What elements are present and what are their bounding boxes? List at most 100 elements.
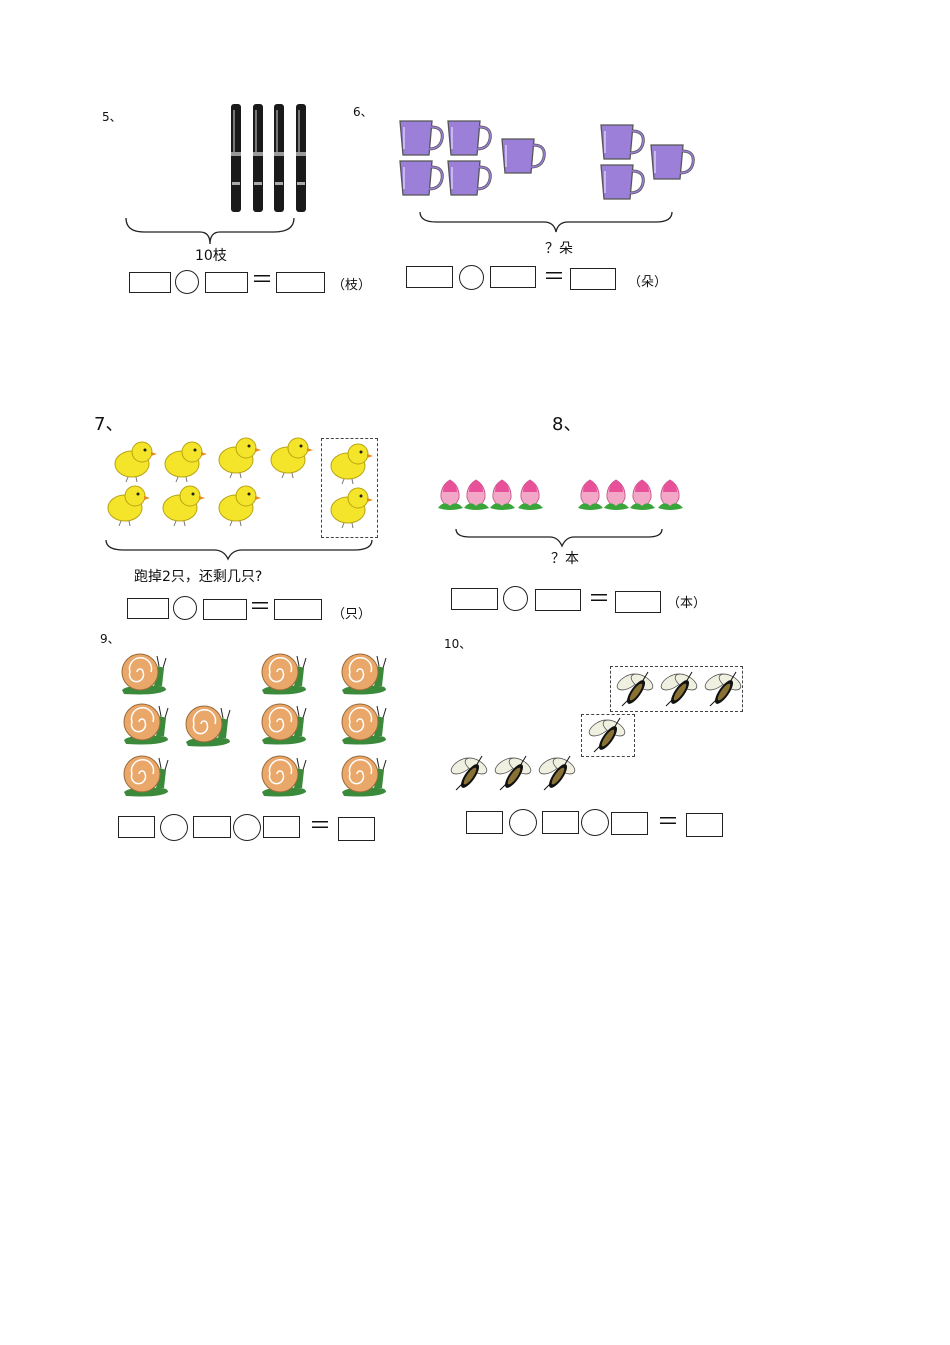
answer-box[interactable] [535, 589, 581, 611]
operator-circle[interactable] [233, 814, 261, 841]
answer-box[interactable] [466, 811, 503, 834]
question-label: ？本 [551, 551, 579, 567]
cup-icon [650, 144, 695, 180]
snail-icon [261, 653, 307, 695]
total-label: 10枝 [195, 248, 227, 264]
operator-circle[interactable] [503, 586, 528, 611]
answer-box[interactable] [193, 816, 231, 838]
snail-icon [341, 653, 387, 695]
answer-box[interactable] [205, 272, 248, 293]
equals-sign: ＝ [543, 265, 566, 290]
snail-icon [185, 705, 231, 747]
total-brace [419, 211, 673, 233]
chick-icon [218, 437, 261, 479]
chick-icon [330, 487, 373, 529]
answer-box[interactable] [611, 812, 648, 835]
equals-sign: ＝ [657, 810, 680, 835]
bee-icon [616, 671, 654, 707]
bee-icon [588, 717, 626, 753]
unit-label: （朵） [628, 275, 668, 290]
answer-box[interactable] [276, 272, 325, 293]
answer-box[interactable] [542, 811, 579, 834]
snail-icon [123, 703, 169, 745]
problem-5-number: 5、 [102, 110, 122, 124]
problem-7-number: 7、 [94, 414, 124, 435]
snail-icon [341, 703, 387, 745]
dashed-group-box [610, 666, 743, 712]
peach-icon [490, 479, 515, 510]
snails-illustration [121, 653, 387, 797]
pens-illustration [231, 104, 306, 212]
answer-box[interactable] [406, 266, 453, 288]
operator-circle[interactable] [581, 809, 609, 836]
question-label: ？朵 [545, 241, 573, 257]
pen-icon [253, 104, 263, 212]
pen-icon [231, 104, 241, 212]
bees-illustration [450, 671, 742, 791]
problem-10-number: 10、 [444, 637, 472, 651]
total-brace [105, 539, 373, 561]
answer-box[interactable] [203, 599, 247, 620]
chick-icon [107, 485, 150, 527]
cup-icon [399, 160, 444, 196]
equals-sign: ＝ [249, 595, 272, 620]
answer-box[interactable] [686, 813, 723, 837]
cup-icon [501, 138, 546, 174]
answer-box[interactable] [263, 816, 300, 838]
cup-icon [600, 164, 645, 200]
answer-box[interactable] [451, 588, 498, 610]
peach-icon [604, 479, 629, 510]
peach-icon [518, 479, 543, 510]
bee-icon [660, 671, 698, 707]
chick-icon [162, 485, 205, 527]
chick-icon [218, 485, 261, 527]
operator-circle[interactable] [173, 596, 197, 620]
total-brace [125, 217, 295, 245]
operator-circle[interactable] [459, 265, 484, 290]
peach-icon [578, 479, 603, 510]
answer-box[interactable] [118, 816, 155, 838]
answer-box[interactable] [615, 591, 661, 613]
unit-label: （本） [667, 596, 707, 611]
problem-6-number: 6、 [353, 105, 373, 119]
bee-icon [494, 755, 532, 791]
answer-box[interactable] [129, 272, 171, 293]
chick-icon [114, 441, 157, 483]
bee-icon [704, 671, 742, 707]
cup-icon [447, 120, 492, 156]
peach-icon [658, 479, 683, 510]
chick-icon [270, 437, 313, 479]
peach-icon [630, 479, 655, 510]
snail-icon [123, 755, 169, 797]
chicks-illustration [107, 437, 373, 529]
peach-icon [438, 479, 463, 510]
pen-icon [296, 104, 306, 212]
operator-circle[interactable] [175, 270, 199, 294]
total-brace [455, 528, 663, 548]
answer-box[interactable] [338, 817, 375, 841]
dashed-group-box [321, 438, 378, 538]
dashed-group-box [581, 714, 635, 757]
cup-icon [399, 120, 444, 156]
operator-circle[interactable] [160, 814, 188, 841]
cup-icon [600, 124, 645, 160]
answer-box[interactable] [570, 268, 616, 290]
unit-label: （只） [332, 607, 372, 622]
operator-circle[interactable] [509, 809, 537, 836]
pen-icon [274, 104, 284, 212]
answer-box[interactable] [127, 598, 169, 619]
problem-9-number: 9、 [100, 632, 120, 646]
snail-icon [341, 755, 387, 797]
equals-sign: ＝ [588, 587, 611, 612]
bee-icon [538, 755, 576, 791]
cup-icon [447, 160, 492, 196]
peach-icon [464, 479, 489, 510]
answer-box[interactable] [274, 599, 322, 620]
chick-icon [330, 443, 373, 485]
chick-icon [164, 441, 207, 483]
equals-sign: ＝ [251, 268, 274, 293]
unit-label: （枝） [332, 278, 372, 293]
snail-icon [121, 653, 167, 695]
answer-box[interactable] [490, 266, 536, 288]
bee-icon [450, 755, 488, 791]
